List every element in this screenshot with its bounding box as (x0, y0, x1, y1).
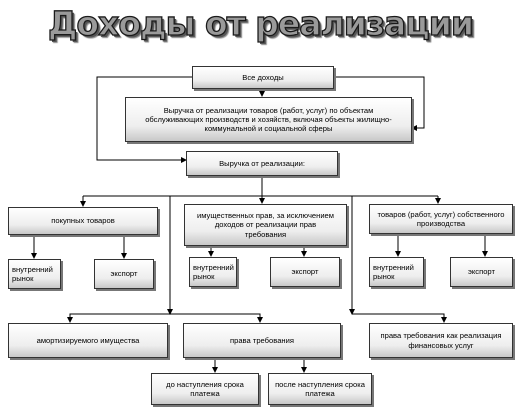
node-export-1: экспорт (94, 259, 154, 289)
node-export-2: экспорт (270, 257, 340, 287)
node-domestic-1: внутренний рынок (8, 259, 61, 289)
node-claim-financial: права требования как реализация финансов… (369, 323, 513, 358)
node-after-due: после наступления срока платежа (268, 373, 372, 405)
connector-bus-claim-financial (352, 313, 447, 323)
connector-all-to-service-right (334, 76, 425, 131)
node-property-rights: имущественных прав, за исключением доход… (184, 204, 347, 246)
node-domestic-3: внутренний рынок (369, 257, 424, 287)
node-service-revenue: Выручка от реализации товаров (работ, ус… (125, 97, 412, 142)
node-domestic-2: внутренний рынок (189, 257, 237, 287)
node-all-income: Все доходы (192, 66, 334, 89)
connector-all-to-sales-left (96, 76, 192, 163)
connector-bus-depreciable (67, 313, 170, 323)
node-sales-revenue: Выручка от реализации: (186, 151, 338, 176)
diagram-title: Доходы от реализации (47, 3, 474, 43)
node-before-due: до наступления срока платежа (151, 373, 259, 405)
node-own-goods: товаров (работ, услуг) собственного прои… (369, 204, 513, 234)
node-export-3: экспорт (450, 257, 513, 287)
node-depreciable-property: амортизируемого имущества (8, 323, 168, 358)
node-purchased-goods: покупных товаров (8, 207, 158, 235)
connector-bus-claim (170, 313, 263, 323)
node-claim-rights: права требования (183, 323, 341, 358)
